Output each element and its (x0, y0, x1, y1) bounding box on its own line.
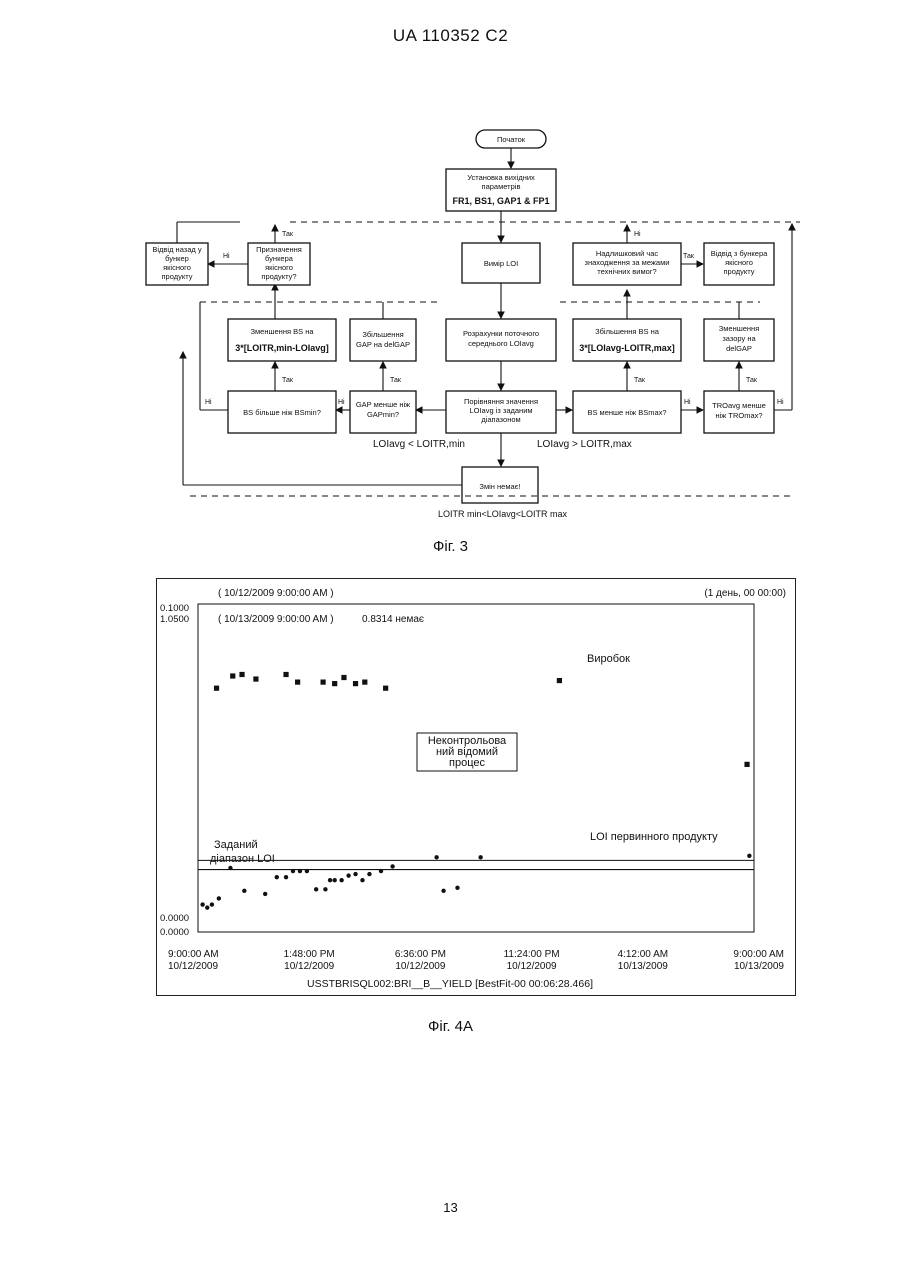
x-tick-date: 10/12/2009 (507, 961, 557, 972)
y-bottom-1: 0.0000 (160, 913, 189, 924)
yield-point (362, 679, 367, 684)
x-tick-time: 11:24:00 PM (504, 949, 560, 960)
loi-point (275, 875, 279, 879)
loi-point (455, 886, 459, 890)
date-end: ( 10/13/2009 9:00:00 AM ) (218, 614, 334, 625)
loi-point (263, 892, 267, 896)
period-label: (1 день, 00 00:00) (704, 588, 786, 599)
loi-point (284, 875, 288, 879)
loi-point (353, 872, 357, 876)
loi-point (242, 889, 246, 893)
loi-point (346, 873, 350, 877)
loi-point (328, 878, 332, 882)
loi-point (478, 855, 482, 859)
label-primary: LOI первинного продукту (590, 831, 718, 843)
loi-point (210, 902, 214, 906)
yield-point (557, 678, 562, 683)
loi-point (339, 878, 343, 882)
x-tick-time: 6:36:00 PM (395, 949, 446, 960)
yield-point (253, 676, 258, 681)
page-number: 13 (0, 1200, 901, 1215)
x-axis-ticks: 9:00:00 AM10/12/20091:48:00 PM10/12/2009… (168, 949, 784, 972)
loi-point (323, 887, 327, 891)
y-bottom-2: 0.0000 (160, 927, 189, 938)
yield-point (239, 672, 244, 677)
chart-footer: USSTBRISQL002:BRI__B__YIELD [BestFit-00 … (307, 978, 593, 990)
y-top-2: 1.0500 (160, 614, 189, 625)
yield-point (341, 675, 346, 680)
x-tick-date: 10/12/2009 (395, 961, 445, 972)
yield-point (353, 681, 358, 686)
yield-point (295, 679, 300, 684)
loi-point (217, 896, 221, 900)
loi-point (305, 869, 309, 873)
loi-point (332, 878, 336, 882)
x-tick-date: 10/13/2009 (734, 961, 784, 972)
date-start: ( 10/12/2009 9:00:00 AM ) (218, 588, 334, 599)
yield-point (321, 679, 326, 684)
loi-point (228, 866, 232, 870)
yield-point (283, 672, 288, 677)
label-range-2: діапазон LOI (210, 853, 275, 865)
yield-point (230, 673, 235, 678)
loi-point (379, 869, 383, 873)
fig4a-caption: Фіг. 4A (0, 1018, 901, 1035)
yield-point (332, 681, 337, 686)
loi-point (298, 869, 302, 873)
loi-point (205, 905, 209, 909)
loi-point (291, 869, 295, 873)
yield-point (214, 686, 219, 691)
loi-point (367, 872, 371, 876)
x-tick-date: 10/13/2009 (618, 961, 668, 972)
label-range-1: Заданий (214, 839, 258, 851)
data-marks (200, 672, 751, 910)
yield-point (744, 762, 749, 767)
loi-point (390, 864, 394, 868)
x-tick-time: 9:00:00 AM (168, 949, 219, 960)
loi-point (200, 902, 204, 906)
label-yield: Виробок (587, 653, 630, 665)
x-tick-time: 4:12:00 AM (618, 949, 669, 960)
loi-point (441, 889, 445, 893)
loi-point (360, 878, 364, 882)
yield-point (383, 686, 388, 691)
loi-point (747, 854, 751, 858)
x-tick-date: 10/12/2009 (284, 961, 334, 972)
value-note: 0.8314 немає (362, 614, 424, 625)
x-tick-time: 1:48:00 PM (284, 949, 335, 960)
y-top-1: 0.1000 (160, 603, 189, 614)
x-tick-date: 10/12/2009 (168, 961, 218, 972)
loi-point (314, 887, 318, 891)
x-tick-time: 9:00:00 AM (733, 949, 784, 960)
loi-point (434, 855, 438, 859)
process-line3: процес (449, 757, 485, 769)
